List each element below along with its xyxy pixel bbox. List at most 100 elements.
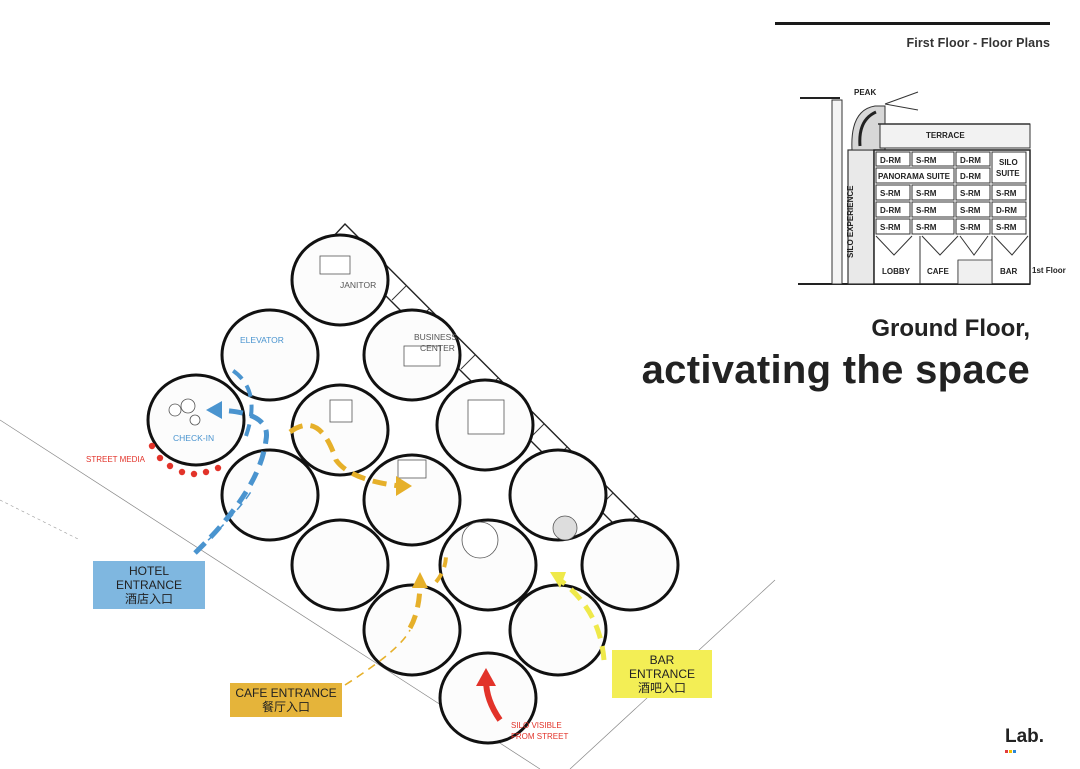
section-cell-label: D-RM [960, 156, 981, 165]
section-cell-label: D-RM [996, 206, 1017, 215]
page-title: activating the space [641, 348, 1030, 392]
street-media-dot [156, 454, 164, 462]
first-floor-label: 1st Floor [1032, 266, 1066, 275]
logo-bar-red [1005, 750, 1008, 753]
ground-floor-plan: JANITOR ELEVATOR BUSINESS CENTER CHECK-I… [0, 222, 776, 769]
silo [290, 518, 390, 612]
section-cell-label: S-RM [916, 223, 937, 232]
elevator-label: ELEVATOR [240, 335, 284, 345]
street-media-dot [190, 470, 198, 478]
bar-label: BAR [1000, 267, 1018, 276]
street-media-dot [202, 468, 210, 476]
section-cell-label: S-RM [916, 156, 937, 165]
wall-rib [460, 354, 476, 370]
silo [508, 583, 608, 677]
street-media-dot [214, 464, 222, 472]
street-media-label: STREET MEDIA [86, 455, 146, 464]
section-cell-label: S-RM [880, 189, 901, 198]
section-cell-label: D-RM [960, 172, 981, 181]
street-media-dot [178, 468, 186, 476]
silo [290, 233, 390, 327]
section-cell [875, 201, 911, 218]
section-cell [911, 218, 955, 235]
section-cell [911, 201, 955, 218]
logo-text: Lab [1005, 726, 1039, 747]
logo-bar-blue [1013, 750, 1016, 753]
section-cell [991, 218, 1027, 235]
page-subtitle: Ground Floor, [871, 315, 1030, 342]
section-cell [955, 167, 991, 184]
section-cell-label: S-RM [996, 223, 1017, 232]
silo-visible-label-2: FROM STREET [511, 732, 568, 741]
section-cell-label: S-RM [996, 189, 1017, 198]
section-cell-label: S-RM [916, 189, 937, 198]
street-media-path [148, 442, 222, 478]
section-cell-label: D-RM [880, 206, 901, 215]
check-in-label: CHECK-IN [173, 433, 214, 443]
street-arrow-icon [476, 668, 496, 686]
terrace-label: TERRACE [926, 131, 965, 140]
section-cell-label: S-RM [960, 189, 981, 198]
business-center-label: BUSINESS [414, 332, 457, 342]
silo-circles [146, 233, 680, 745]
section-cell-label: S-RM [960, 223, 981, 232]
silo-experience-label: SILO EXPERIENCE [846, 185, 855, 258]
section-cell [911, 184, 955, 201]
section-cell [955, 201, 991, 218]
section-cell [875, 167, 955, 184]
silo [362, 583, 462, 677]
cafe-entrance-title: CAFE ENTRANCE [235, 686, 337, 700]
bar-entrance-title-cn: 酒吧入口 [637, 681, 686, 695]
section-cell [911, 151, 955, 167]
hotel-arrow-icon [206, 401, 222, 419]
section-cell-label: PANORAMA SUITE [878, 172, 951, 181]
silo [508, 448, 608, 542]
street-media-dot [166, 462, 174, 470]
silo [362, 453, 462, 547]
section-cell [991, 201, 1027, 218]
section-cell [875, 151, 911, 167]
silo [220, 308, 320, 402]
wall-rib [391, 285, 407, 301]
section-cell [875, 218, 911, 235]
logo-bar-yellow [1009, 750, 1012, 753]
section-cell [955, 218, 991, 235]
logo-dot: . [1038, 726, 1045, 747]
hotel-entrance-path [193, 407, 270, 555]
cafe-label: CAFE [927, 267, 949, 276]
section-cell [991, 184, 1027, 201]
section-cell [955, 184, 991, 201]
cafe-entrance-path [288, 422, 401, 489]
lobby-label: LOBBY [882, 267, 911, 276]
bar-arrow-icon [550, 572, 566, 588]
lab-logo: Lab. [1005, 726, 1045, 753]
business-center-label-2: CENTER [420, 343, 455, 353]
section-cell-label: S-RM [880, 223, 901, 232]
silo-visible-label: SILO VISIBLE [511, 721, 562, 730]
section-cell [955, 151, 991, 167]
hotel-entrance-title-cn: 酒店入口 [124, 592, 173, 606]
section-cell-label: SUITE [996, 169, 1020, 178]
bar-entrance-label: BAR ENTRANCE 酒吧入口 [612, 650, 712, 698]
silo [220, 448, 320, 542]
section-cell-label: S-RM [916, 206, 937, 215]
hotel-entrance-label: HOTEL ENTRANCE 酒店入口 [93, 561, 205, 609]
section-cell-label: SILO [999, 158, 1018, 167]
silo [580, 518, 680, 612]
bar-entrance-title: BAR ENTRANCE [628, 653, 695, 681]
section-cell-label: S-RM [960, 206, 981, 215]
street-media-dot [148, 442, 156, 450]
section-label: First Floor - Floor Plans [906, 36, 1050, 50]
building-section-diagram: D-RM S-RM D-RM SILO SUITE PANORAMA SUITE D-RM S… [798, 88, 1066, 285]
bar-entrance-path [558, 578, 607, 661]
header-rule [775, 22, 1050, 25]
janitor-label: JANITOR [340, 280, 376, 290]
cafe-entrance-label: CAFE ENTRANCE 餐厅入口 [230, 683, 342, 717]
room-grid: D-RM S-RM D-RM SILO SUITE PANORAMA SUITE D-RM S… [875, 151, 1027, 235]
peak-label: PEAK [854, 88, 876, 97]
section-cell-label: D-RM [880, 156, 901, 165]
section-cell [875, 184, 911, 201]
cafe-entrance-title-cn: 餐厅入口 [261, 700, 310, 714]
cafe-arrow-icon [396, 476, 412, 496]
section-cell [991, 151, 1027, 184]
